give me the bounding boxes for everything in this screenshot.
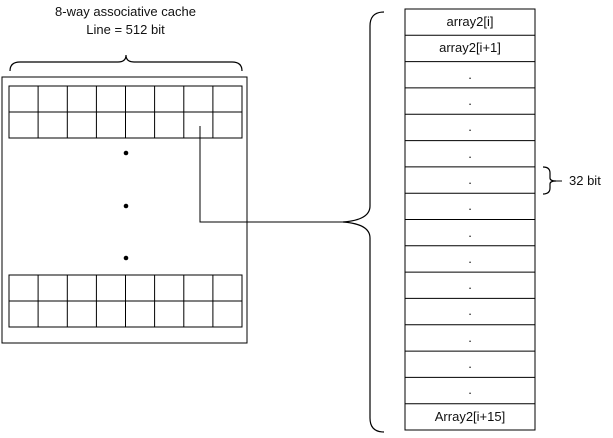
array-brace <box>342 11 385 433</box>
array-cell: . <box>468 145 472 161</box>
array-cell: . <box>468 198 472 214</box>
ellipsis-dot <box>123 255 129 261</box>
array-cell: array2[i] <box>446 14 494 29</box>
ellipsis-dot <box>123 203 129 209</box>
array-cell: array2[i+1] <box>439 40 501 56</box>
cache-box <box>1 76 248 344</box>
cache-grid-top <box>8 85 243 139</box>
array-cell: . <box>468 171 472 187</box>
word-brace <box>542 166 557 195</box>
array-cell: . <box>468 224 472 240</box>
array-cell: . <box>468 119 472 135</box>
cache-line-size-label: Line = 512 bit <box>86 22 165 37</box>
array-cell: Array2[i+15] <box>434 408 506 424</box>
array-cell: . <box>468 329 472 345</box>
array-cell: . <box>468 250 472 266</box>
array-cell: . <box>468 303 472 319</box>
array-cell: . <box>468 382 472 398</box>
ellipsis-dot <box>123 150 129 156</box>
word-size-label: 32 bit <box>569 173 601 188</box>
array-column <box>404 8 536 431</box>
cache-title: 8-way associative cache <box>55 4 196 19</box>
cache-grid-bottom <box>8 274 243 328</box>
array-cell: . <box>468 92 472 108</box>
cache-line-brace <box>9 54 243 72</box>
connector-line <box>199 126 343 223</box>
array-cell: . <box>468 66 472 82</box>
array-cell: . <box>468 277 472 293</box>
array-cell: . <box>468 356 472 372</box>
